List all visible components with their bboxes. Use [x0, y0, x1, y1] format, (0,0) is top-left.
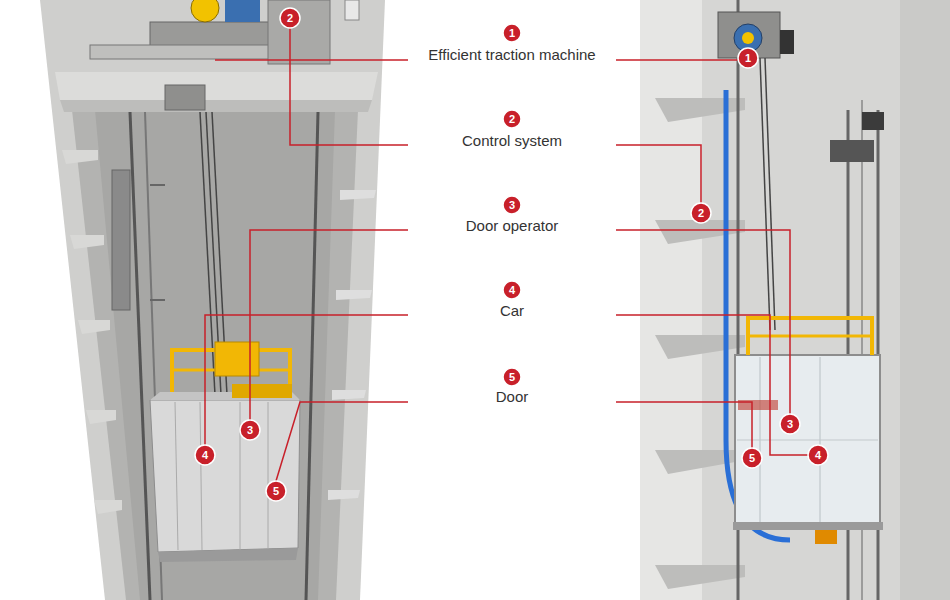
- callout-number: 2: [281, 9, 299, 27]
- callout-number: 3: [241, 421, 259, 439]
- callout-number: 5: [503, 368, 521, 386]
- callout-number: 1: [739, 49, 757, 67]
- right-shaft: [640, 0, 950, 600]
- callout-number: 5: [743, 449, 761, 467]
- leader-lines: [205, 28, 808, 481]
- callout-number: 4: [196, 446, 214, 464]
- callout-number: 2: [503, 110, 521, 128]
- callout-number: 2: [692, 204, 710, 222]
- left-shaft: [40, 0, 385, 600]
- part-name: Efficient traction machine: [425, 46, 598, 64]
- callout-number: 1: [503, 24, 521, 42]
- callout-circles: [195, 8, 828, 501]
- part-name: Door operator: [463, 217, 562, 235]
- part-name: Door: [493, 388, 532, 406]
- callout-number: 3: [503, 196, 521, 214]
- callout-number: 5: [267, 482, 285, 500]
- callout-number: 4: [503, 281, 521, 299]
- part-name: Control system: [459, 132, 565, 150]
- callout-number: 4: [809, 446, 827, 464]
- callout-number: 3: [781, 415, 799, 433]
- part-name: Car: [497, 302, 527, 320]
